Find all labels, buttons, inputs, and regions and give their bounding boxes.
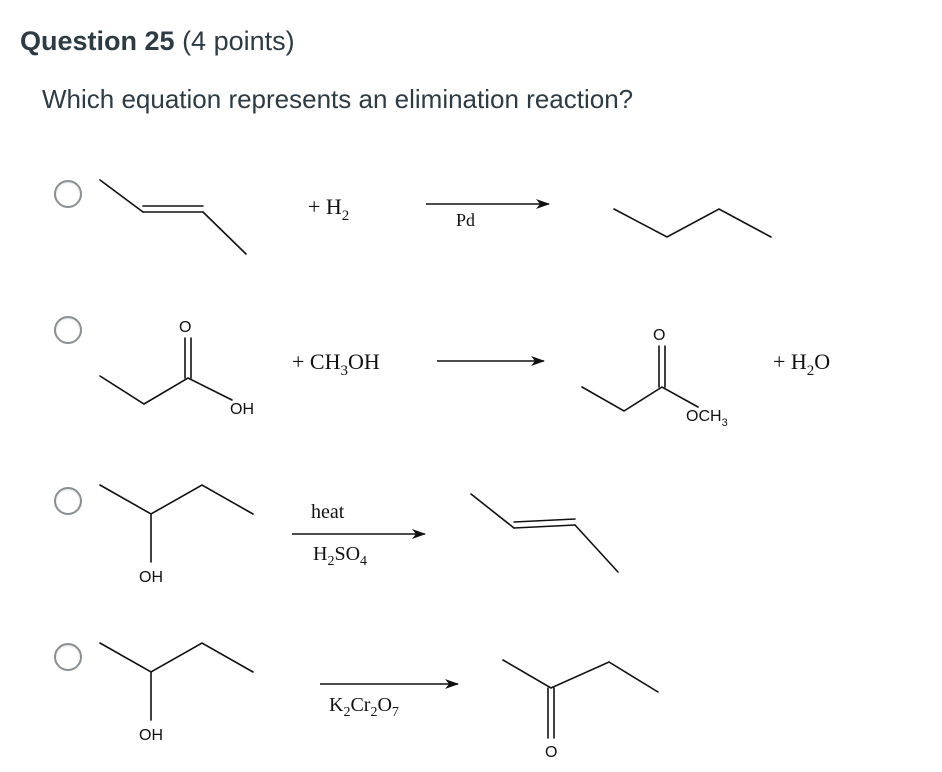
option-4-equation: OH K2Cr2O7 O [99, 642, 659, 761]
question-text: Which equation represents an elimination… [42, 84, 634, 114]
option-1-reactant-2-butene [99, 179, 247, 255]
option-2-product-och3: OCH3 [686, 408, 728, 429]
question-points: (4 points) [182, 26, 295, 56]
option-1-product-butane [613, 208, 772, 238]
option-3-reactant-oh: OH [139, 569, 163, 586]
option-4-oxidant: K2Cr2O7 [329, 694, 399, 720]
option-3-equation: OH heat H2SO4 [99, 484, 619, 586]
option-4-reactant-oh: OH [139, 727, 163, 744]
option-2-reactant-propanoic-acid: O OH [99, 319, 254, 418]
option-1-catalyst: Pd [456, 210, 475, 230]
option-2-reagent: + CH3OH [292, 349, 380, 379]
option-4-product-carbonyl-o: O [545, 744, 557, 761]
option-1-reagent: + H2 [308, 194, 349, 224]
option-2-radio[interactable] [54, 316, 82, 344]
option-3-condition-heat: heat [311, 501, 345, 523]
option-3-reactant-2-butanol: OH [99, 484, 254, 586]
option-2-product-carbonyl-o: O [653, 327, 665, 344]
option-4-product-butanone: O [502, 659, 659, 761]
option-2-equation: O OH + CH3OH O OCH3 + H2O [99, 319, 830, 429]
option-3-catalyst: H2SO4 [313, 543, 367, 569]
option-1-radio[interactable] [54, 180, 82, 208]
option-2-byproduct: + H2O [773, 349, 830, 379]
option-3-radio[interactable] [54, 487, 82, 515]
question-title: Question 25 [20, 26, 175, 56]
option-3-product-2-butene [470, 493, 619, 573]
option-2-product-methyl-propanoate: O OCH3 [581, 327, 728, 429]
option-1-equation: + H2 Pd [99, 179, 772, 255]
option-2-reactant-carbonyl-o: O [179, 319, 191, 336]
option-2-reactant-oh: OH [230, 401, 254, 418]
question-header: Question 25 (4 points) [20, 26, 295, 57]
option-4-reactant-2-butanol: OH [99, 642, 254, 744]
option-4-radio[interactable] [54, 643, 82, 671]
